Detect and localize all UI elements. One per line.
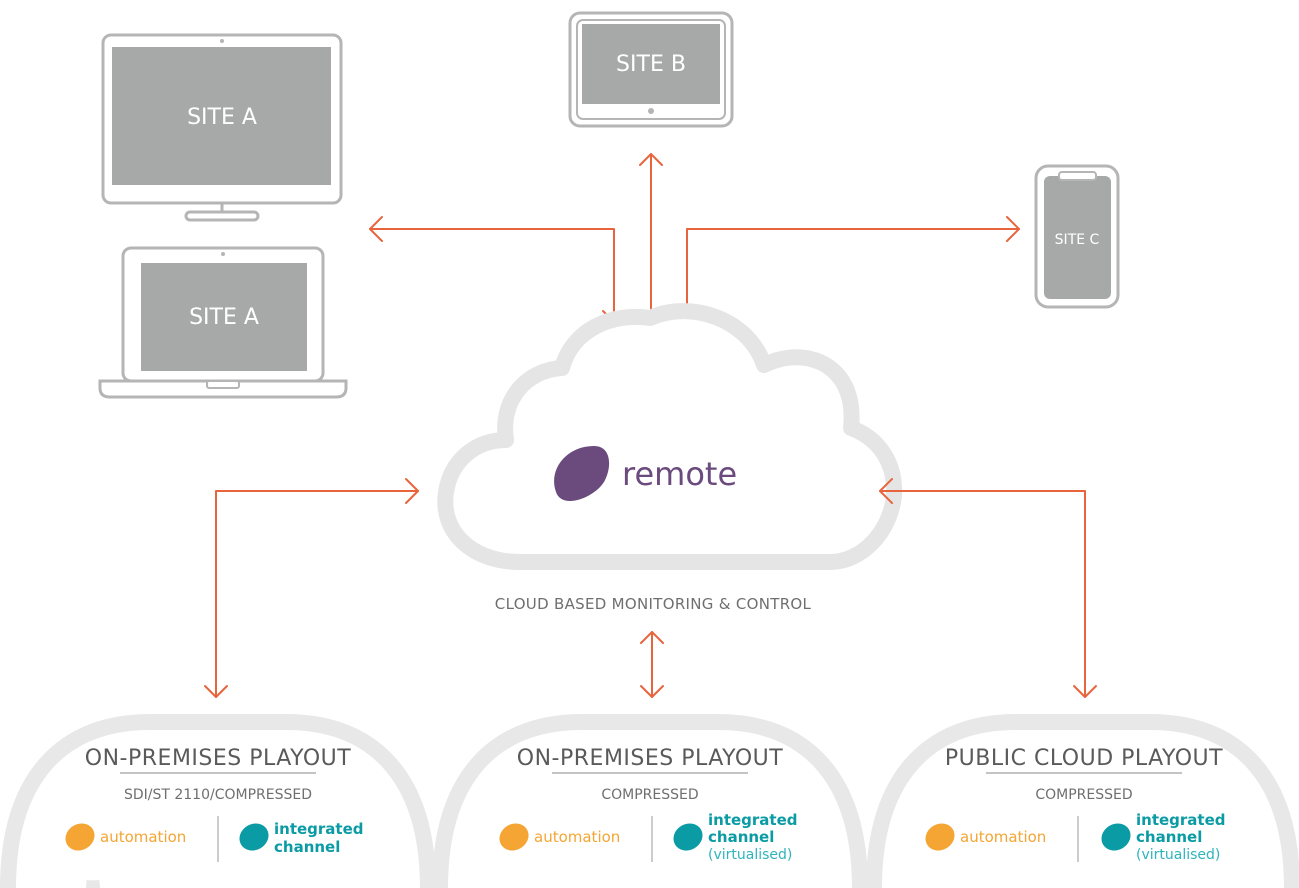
- cloud-icon: [437, 303, 903, 570]
- playout-pill-on-premises-sdi: ON-PREMISES PLAYOUT SDI/ST 2110/COMPRESS…: [0, 714, 436, 888]
- integrated-channel-label-line1: integrated: [708, 811, 798, 829]
- cloud-caption: CLOUD BASED MONITORING & CONTROL: [495, 595, 812, 613]
- remote-brand-name: remote: [622, 455, 737, 493]
- site-b-to-cloud-arrow: [639, 153, 663, 323]
- cloud-to-center-playout-arrow: [640, 631, 664, 698]
- automation-logo-icon: [499, 823, 529, 851]
- playout-pill-public-cloud: PUBLIC CLOUD PLAYOUT COMPRESSED automati…: [866, 714, 1299, 888]
- automation-product-label: automation: [534, 828, 620, 846]
- pill-title: ON-PREMISES PLAYOUT: [517, 746, 783, 771]
- integrated-channel-label-line1: integrated: [274, 820, 364, 838]
- integrated-channel-label-line2: channel: [1136, 828, 1202, 846]
- integrated-channel-logo-icon: [673, 823, 703, 851]
- site-c-phone-label: SITE C: [1055, 232, 1100, 248]
- pill-subtitle: SDI/ST 2110/COMPRESSED: [124, 787, 312, 803]
- integrated-channel-label-line2: channel: [274, 838, 340, 856]
- phone-icon: [1034, 164, 1120, 309]
- site-b-tablet-label: SITE B: [616, 52, 686, 77]
- integrated-channel-label-line1: integrated: [1136, 811, 1226, 829]
- tablet-icon: [568, 11, 734, 128]
- integrated-channel-label-line3: (virtualised): [1136, 847, 1220, 863]
- integrated-channel-logo-icon: [239, 823, 269, 851]
- integrated-channel-logo-icon: [1101, 823, 1131, 851]
- laptop-icon: [98, 246, 348, 399]
- remote-logo-icon: [554, 446, 610, 501]
- pill-title: ON-PREMISES PLAYOUT: [85, 746, 351, 771]
- automation-logo-icon: [925, 823, 955, 851]
- site-a-monitor-label: SITE A: [187, 105, 257, 130]
- cloud-to-left-playout-arrow: [204, 478, 419, 698]
- cloud-to-right-playout-arrow: [879, 478, 1097, 698]
- pill-title: PUBLIC CLOUD PLAYOUT: [945, 746, 1223, 771]
- integrated-channel-label-line2: channel: [708, 828, 774, 846]
- pill-subtitle: COMPRESSED: [601, 787, 698, 803]
- site-a-laptop-label: SITE A: [189, 305, 259, 330]
- monitor-icon: [101, 33, 343, 222]
- site-a-to-cloud-arrow: [369, 216, 626, 323]
- automation-logo-icon: [65, 823, 95, 851]
- integrated-channel-label-line3: (virtualised): [708, 847, 792, 863]
- automation-product-label: automation: [960, 828, 1046, 846]
- pill-subtitle: COMPRESSED: [1035, 787, 1132, 803]
- automation-product-label: automation: [100, 828, 186, 846]
- site-c-to-cloud-arrow: [675, 216, 1020, 323]
- playout-pill-on-premises-compressed: ON-PREMISES PLAYOUT COMPRESSED automatio…: [432, 714, 868, 888]
